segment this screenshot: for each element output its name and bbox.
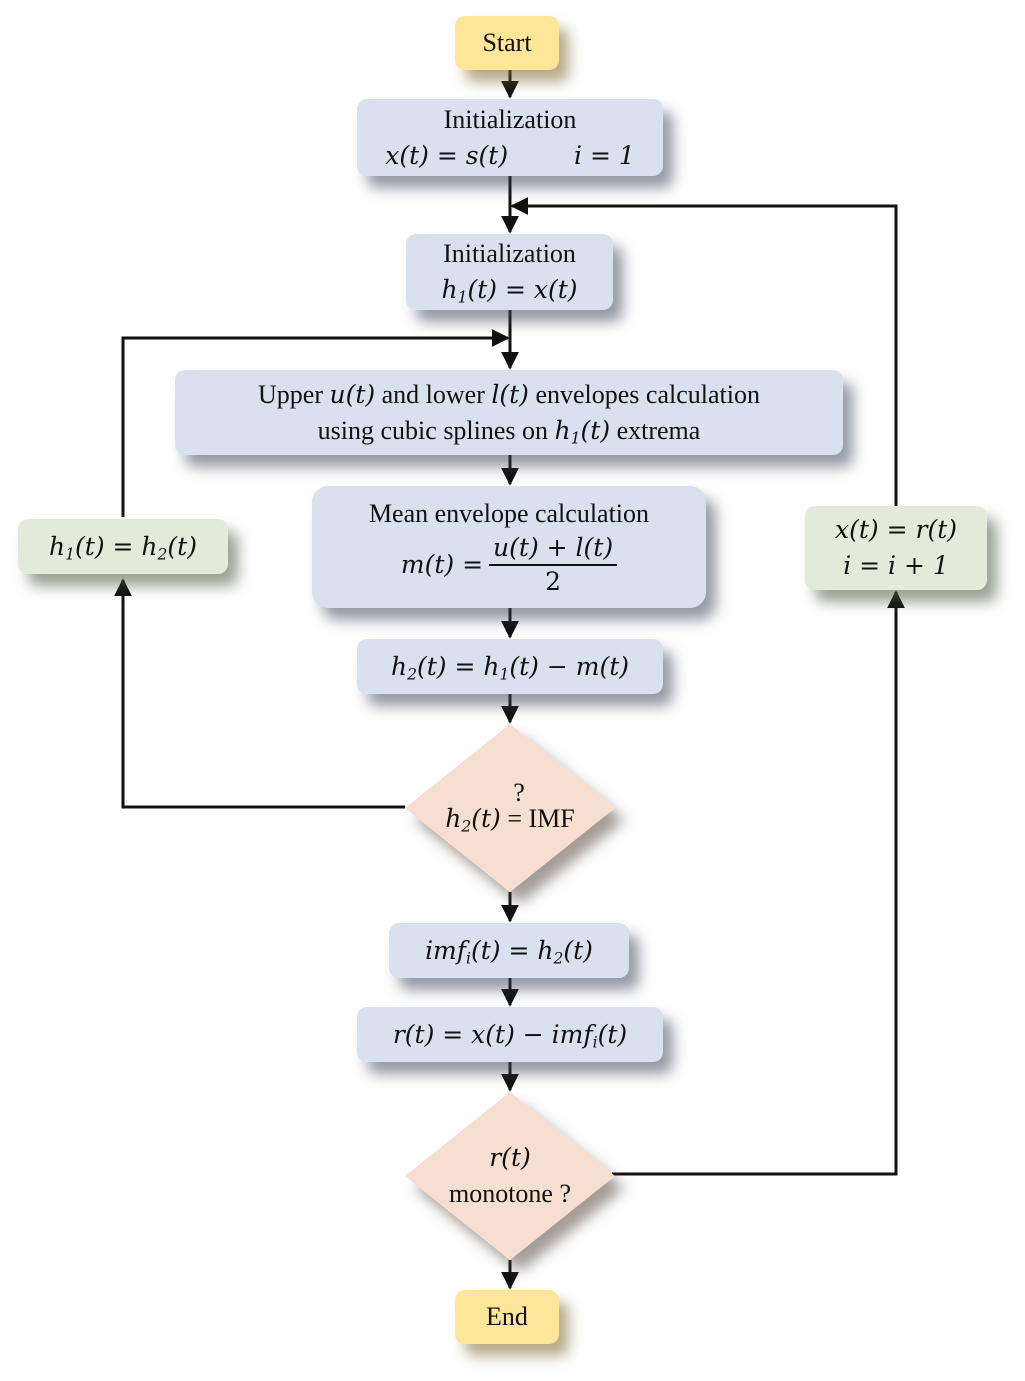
- imf-box: imfi(t) = h2(t): [389, 923, 629, 978]
- monotone-question: monotone ?: [448, 1179, 572, 1208]
- imf-decision-text: ? h2(t) = IMF: [405, 724, 615, 892]
- update-h-box: h1(t) = h2(t): [18, 519, 228, 574]
- envelopes-box: Upper u(t) and lower l(t) envelopes calc…: [175, 370, 843, 455]
- mean-envelope-formula: m(t) = u(t) + l(t) 2: [400, 532, 618, 598]
- start-label: Start: [482, 28, 532, 57]
- imf-condition: h2(t) = IMF: [445, 804, 575, 836]
- envelopes-line1: Upper u(t) and lower l(t) envelopes calc…: [258, 377, 760, 413]
- update-x-eq: x(t) = r(t): [835, 515, 957, 544]
- residual-symbol: r(t): [489, 1143, 531, 1172]
- upper-envelope-symbol: u(t): [329, 379, 376, 409]
- update-h-eq: h1(t) = h2(t): [49, 531, 197, 564]
- init-signal-label: Initialization: [443, 104, 577, 134]
- arrow-monotone-to-update-x: [612, 590, 905, 1176]
- init-x-eq: x(t) = s(t): [385, 140, 509, 170]
- monotone-decision: r(t) monotone ?: [405, 1092, 615, 1260]
- lower-envelope-symbol: l(t): [491, 379, 529, 409]
- mean-numerator: u(t) + l(t): [489, 532, 618, 566]
- mean-fraction: u(t) + l(t) 2: [489, 532, 618, 598]
- init-h1-box: Initialization h1(t) = x(t): [406, 234, 613, 310]
- envelopes-text: envelopes calculation: [528, 379, 760, 409]
- h1-symbol: h1(t): [554, 415, 611, 448]
- init-signal-equations: x(t) = s(t) i = 1: [385, 138, 635, 174]
- update-x-box: x(t) = r(t) i = i + 1: [805, 506, 987, 590]
- envelopes-text: and lower: [375, 379, 492, 409]
- init-h1-label: Initialization: [443, 239, 576, 268]
- mean-envelope-label: Mean envelope calculation: [368, 499, 650, 528]
- arrow-update-x-to-init2: [510, 197, 898, 506]
- imf-eq: imfi(t) = h2(t): [425, 935, 593, 968]
- question-mark: ?: [513, 778, 525, 807]
- h2-box: h2(t) = h1(t) − m(t): [357, 639, 663, 694]
- imf-text: IMF: [528, 804, 575, 833]
- init-signal-box: Initialization x(t) = s(t) i = 1: [357, 99, 663, 176]
- residual-box: r(t) = x(t) − imfi(t): [357, 1007, 663, 1062]
- start-terminal: Start: [455, 16, 559, 70]
- update-i-eq: i = i + 1: [843, 551, 949, 580]
- mean-envelope-box: Mean envelope calculation m(t) = u(t) + …: [312, 486, 706, 608]
- envelopes-line2: using cubic splines on h1(t) extrema: [318, 413, 701, 449]
- mean-denominator: 2: [545, 567, 562, 596]
- residual-eq: r(t) = x(t) − imfi(t): [392, 1019, 628, 1052]
- mean-lhs: m(t) =: [400, 550, 484, 579]
- envelopes-text: using cubic splines on: [317, 415, 555, 445]
- end-terminal: End: [455, 1290, 559, 1344]
- init-h1-eq: h1(t) = x(t): [441, 275, 578, 307]
- envelopes-text: extrema: [610, 415, 701, 445]
- imf-decision: ? h2(t) = IMF: [405, 724, 615, 892]
- equals-sign: =: [507, 804, 522, 833]
- envelopes-text: Upper: [258, 379, 330, 409]
- arrow-update-h-to-envelopes: [121, 329, 510, 517]
- init-i-eq: i = 1: [574, 140, 635, 170]
- arrow-decision-to-update-h: [114, 578, 405, 809]
- h2-eq: h2(t) = h1(t) − m(t): [390, 651, 629, 684]
- end-label: End: [486, 1302, 528, 1331]
- monotone-decision-text: r(t) monotone ?: [405, 1092, 615, 1260]
